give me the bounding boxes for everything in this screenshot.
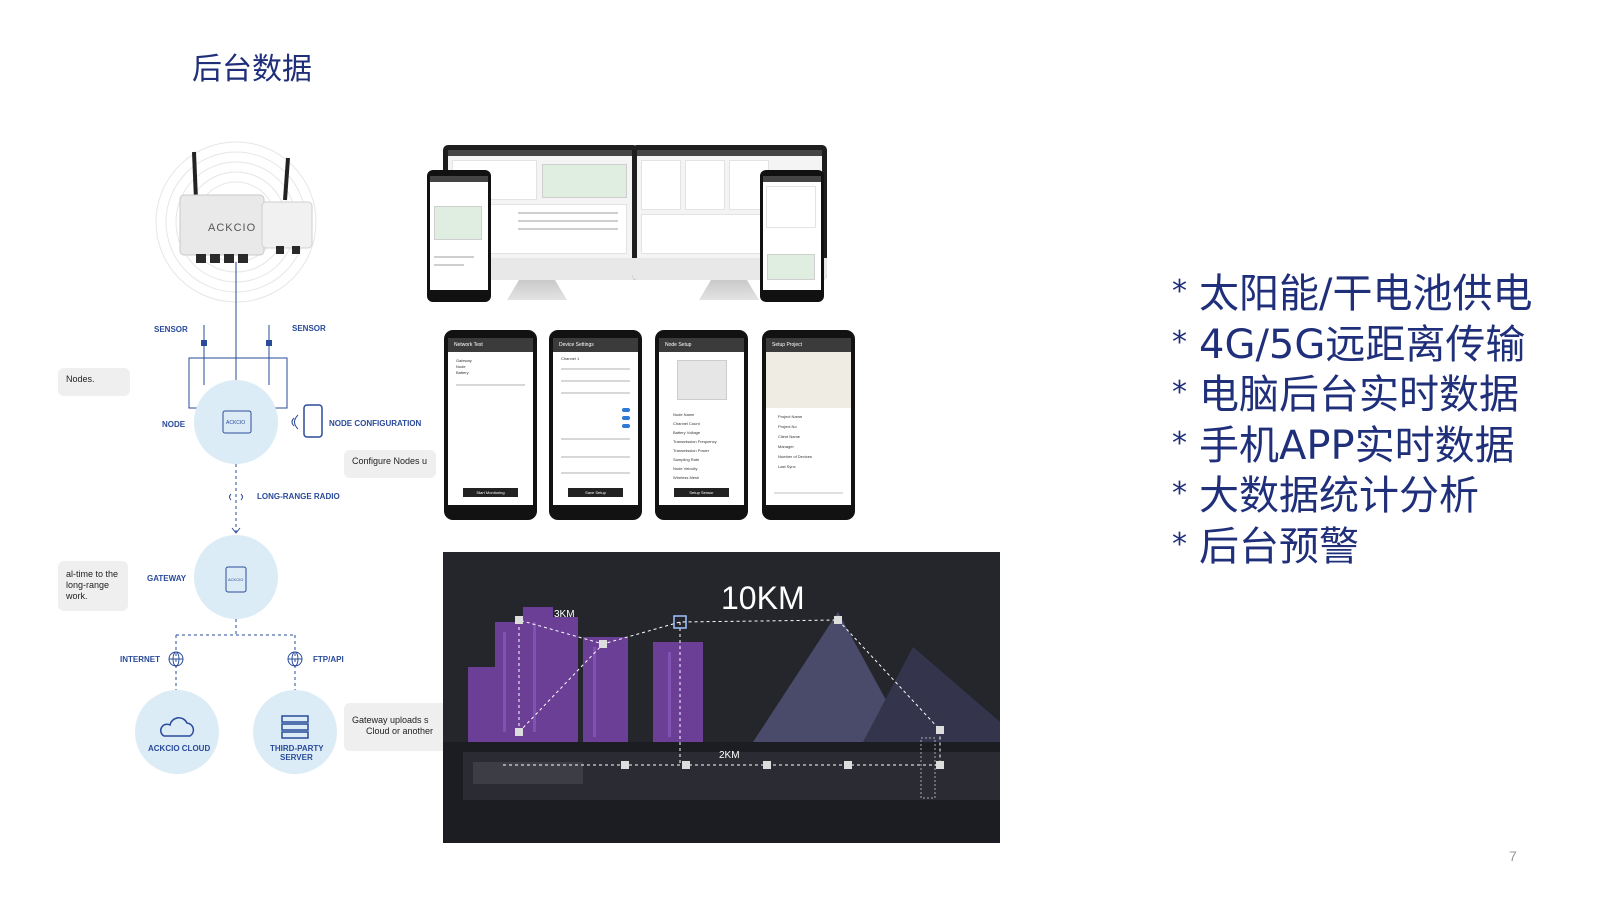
dashboard-devices-mockup bbox=[427, 145, 847, 310]
callout-configure: Configure Nodes u bbox=[344, 450, 436, 478]
node-chip-label: ACKCIO bbox=[226, 420, 246, 426]
ftp-api-label: FTP/API bbox=[313, 655, 344, 664]
page-number: 7 bbox=[1509, 848, 1517, 864]
antenna-icon bbox=[283, 157, 290, 201]
distance-3km-label: 3KM bbox=[554, 609, 575, 620]
phone-device-settings: Device Settings Channel 1 Save Setup bbox=[549, 330, 642, 520]
phone-mockup-right bbox=[760, 170, 824, 302]
bullet-marker: * bbox=[1172, 324, 1187, 360]
phone-network-test: Network Test Gateway Node Battery Start … bbox=[444, 330, 537, 520]
bullet-marker: * bbox=[1172, 274, 1187, 309]
gateway-node-icon bbox=[673, 615, 687, 629]
phone-setup-project: Setup Project Project Name Project No Cl… bbox=[762, 330, 855, 520]
gateway-circle bbox=[194, 535, 278, 619]
monitor-stand bbox=[699, 280, 759, 300]
bullet-marker: * bbox=[1172, 425, 1187, 461]
sensor-nodes bbox=[515, 616, 944, 769]
radio-icon bbox=[229, 493, 243, 501]
long-range-radio-label: LONG-RANGE RADIO bbox=[257, 492, 340, 501]
range-illustration: 10KM 3KM 2KM bbox=[443, 552, 1000, 843]
callout-realtime: al-time to the long-range work. bbox=[58, 561, 128, 611]
setup-sensor-button[interactable]: Setup Sensor bbox=[674, 488, 729, 497]
save-setup-button[interactable]: Save Setup bbox=[568, 488, 623, 497]
distance-2km-label: 2KM bbox=[719, 750, 740, 761]
sensor-icon bbox=[201, 340, 207, 346]
gateway-hardware-icon bbox=[261, 201, 313, 249]
bullet-marker: * bbox=[1172, 375, 1187, 410]
range-scene-drawing bbox=[443, 607, 1000, 843]
tunnel-machine-icon bbox=[473, 762, 583, 784]
internet-label: INTERNET bbox=[120, 655, 160, 664]
start-monitoring-button[interactable]: Start Monitoring bbox=[463, 488, 518, 497]
feature-item: *手机APP实时数据 bbox=[1172, 420, 1532, 471]
third-party-label: THIRD-PARTY bbox=[270, 744, 324, 753]
globe-icon bbox=[168, 651, 184, 667]
node-configuration-label: NODE CONFIGURATION bbox=[329, 419, 422, 428]
mountain-shape bbox=[863, 647, 1000, 742]
feature-item: *太阳能/干电池供电 bbox=[1172, 268, 1532, 319]
server-icon bbox=[281, 715, 309, 739]
node-device-image bbox=[677, 360, 727, 400]
callout-uploads: Gateway uploads s Cloud or another bbox=[344, 703, 448, 751]
gateway-label: GATEWAY bbox=[147, 574, 187, 583]
callout-nodes: Nodes. bbox=[58, 368, 130, 396]
node-label: NODE bbox=[162, 420, 186, 429]
phone-mockup-left bbox=[427, 170, 491, 302]
feature-item: *电脑后台实时数据 bbox=[1172, 369, 1532, 420]
phone-icon bbox=[303, 404, 323, 438]
sensor-icon bbox=[266, 340, 272, 346]
feature-list: *太阳能/干电池供电 *4G/5G远距离传输 *电脑后台实时数据 *手机APP实… bbox=[1172, 268, 1532, 571]
cloud-circle bbox=[135, 690, 219, 774]
sensor-left-label: SENSOR bbox=[154, 325, 188, 334]
device-brand-label: ACKCIO bbox=[208, 222, 257, 234]
cloud-icon bbox=[160, 717, 195, 737]
feature-item: *后台预警 bbox=[1172, 521, 1532, 572]
feature-item: *4G/5G远距离传输 bbox=[1172, 319, 1532, 370]
city-buildings bbox=[468, 607, 703, 742]
slide-title: 后台数据 bbox=[192, 52, 312, 87]
sensor-right-label: SENSOR bbox=[292, 324, 326, 333]
node-circle bbox=[194, 380, 278, 464]
bullet-marker: * bbox=[1172, 526, 1187, 562]
phone-node-setup: Node Setup Node Name Channel Count Batte… bbox=[655, 330, 748, 520]
architecture-diagram: ACKCIO ACKCIO ACKCIO SENSOR SENSOR NODE … bbox=[58, 140, 450, 805]
feature-item: *大数据统计分析 bbox=[1172, 470, 1532, 521]
distance-10km-label: 10KM bbox=[721, 580, 805, 616]
monitor-stand bbox=[507, 280, 567, 300]
project-map bbox=[766, 352, 851, 408]
bullet-marker: * bbox=[1172, 476, 1187, 511]
globe-icon bbox=[287, 651, 303, 667]
architecture-drawing bbox=[135, 141, 337, 774]
ackcio-cloud-label: ACKCIO CLOUD bbox=[148, 744, 211, 753]
gateway-chip-label: ACKCIO bbox=[228, 577, 244, 582]
wireless-icon bbox=[291, 414, 299, 430]
antenna-icon bbox=[192, 151, 198, 201]
shaft-ladder bbox=[920, 737, 936, 799]
server-label: SERVER bbox=[280, 753, 313, 762]
